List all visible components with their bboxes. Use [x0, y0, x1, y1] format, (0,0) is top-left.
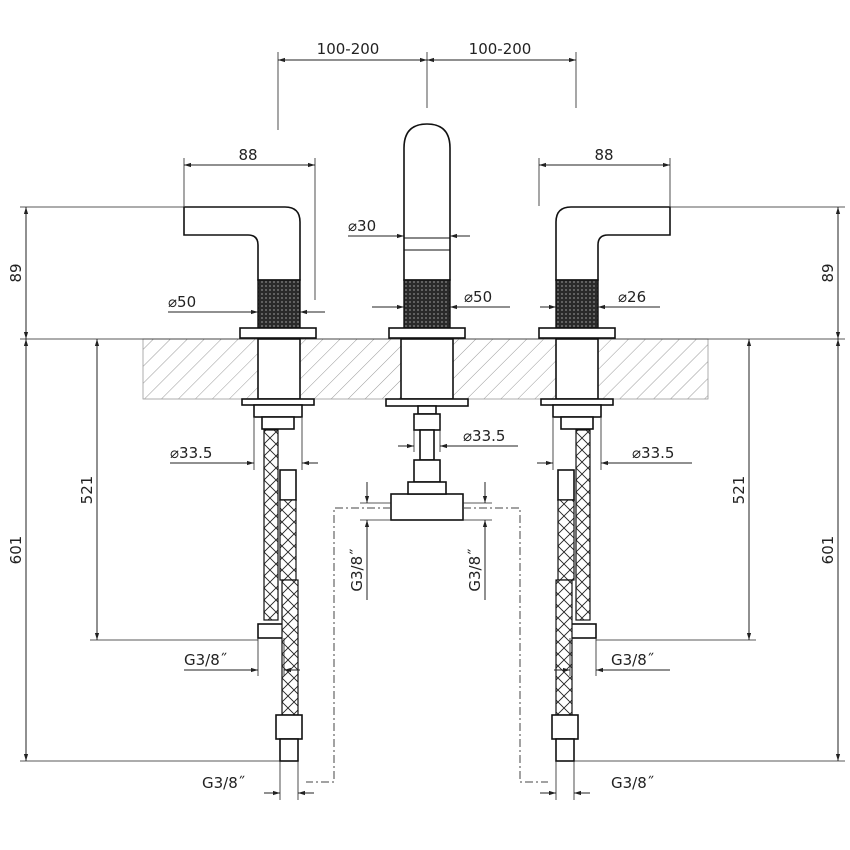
label-thread-hose-left: G3/8˝ [184, 651, 227, 669]
label-base-diameter-center: ⌀50 [464, 288, 492, 306]
label-base-diameter-right: ⌀26 [618, 288, 646, 306]
label-spacing-right: 100-200 [469, 40, 532, 58]
dim-handle-width: 88 88 [183, 146, 671, 300]
label-handle-height-right: 89 [819, 263, 837, 282]
label-hose-length-right: 521 [730, 476, 748, 505]
label-thread-bottom-right: G3/8˝ [611, 774, 654, 792]
dim-spacing: 100-200 100-200 [277, 40, 577, 130]
dim-shank-diameters: ⌀33.5 ⌀33.5 ⌀33.5 [170, 418, 692, 470]
dim-bottom-threads: G3/8˝ G3/8˝ [202, 761, 654, 800]
label-handle-width-right: 88 [594, 146, 613, 164]
dim-hose-threads: G3/8˝ G3/8˝ [184, 638, 670, 676]
label-total-length-right: 601 [819, 536, 837, 565]
label-shank-diameter-right: ⌀33.5 [632, 444, 674, 462]
supply-pipes [306, 507, 548, 783]
label-handle-height-left: 89 [7, 263, 25, 282]
label-hose-length-left: 521 [78, 476, 96, 505]
label-shank-diameter-left: ⌀33.5 [170, 444, 212, 462]
label-thread-center-left: G3/8˝ [348, 548, 366, 591]
right-handle-valve [538, 206, 671, 762]
left-handle-valve [183, 206, 317, 762]
dim-spout-diameter: ⌀30 [348, 217, 470, 239]
dim-handle-height: 89 89 [7, 206, 845, 339]
dim-base-diameters: ⌀50 ⌀50 ⌀26 [168, 288, 660, 315]
dim-hose-length: 521 521 [78, 339, 756, 641]
label-shank-diameter-center: ⌀33.5 [463, 427, 505, 445]
center-spout [385, 123, 469, 521]
label-handle-width-left: 88 [238, 146, 257, 164]
dim-center-threads: G3/8˝ G3/8˝ [348, 482, 492, 600]
label-spout-diameter: ⌀30 [348, 217, 376, 235]
label-thread-center-right: G3/8˝ [466, 548, 484, 591]
label-spacing-left: 100-200 [317, 40, 380, 58]
dim-total-length: 601 601 [7, 339, 845, 762]
label-base-diameter-left: ⌀50 [168, 293, 196, 311]
label-thread-hose-right: G3/8˝ [611, 651, 654, 669]
label-thread-bottom-left: G3/8˝ [202, 774, 245, 792]
label-total-length-left: 601 [7, 536, 25, 565]
